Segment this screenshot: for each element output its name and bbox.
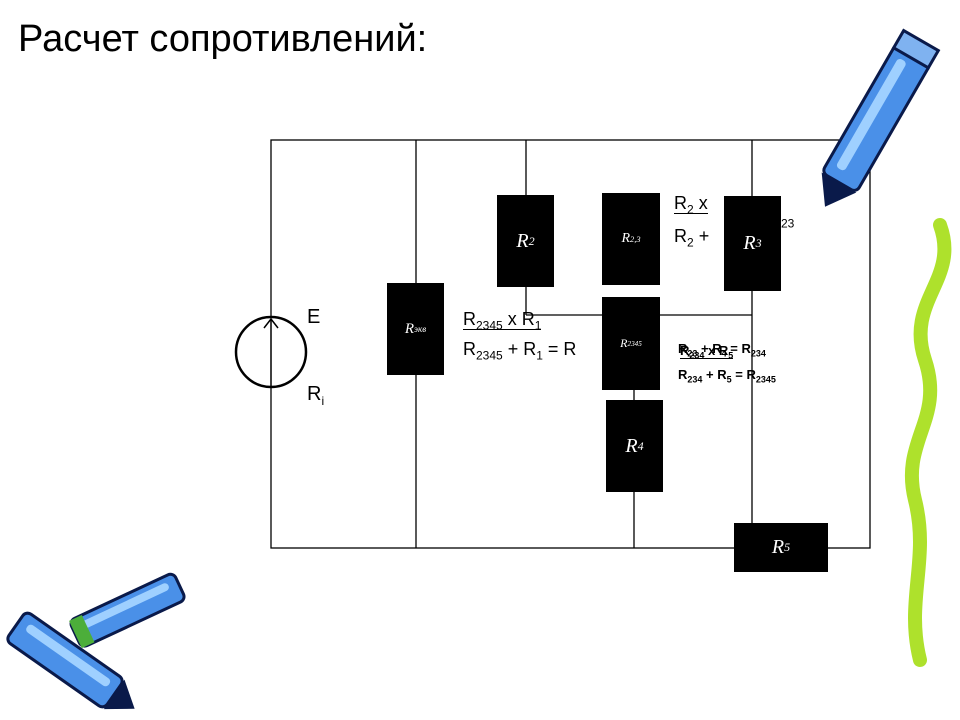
decorative-green-swirl: [904, 218, 952, 667]
formula-r234: R23 + R4 = R234: [678, 341, 766, 359]
source-arrow-icon: [263, 317, 279, 386]
formula-r23-numerator: R2 x: [674, 193, 708, 217]
pencil-icon-bottom-left: [6, 611, 135, 710]
formula-r23-result: R23: [768, 207, 795, 231]
formula-overlay-fragment: R234 x R5: [680, 343, 734, 361]
formula-r23-denominator: R2 +: [674, 226, 710, 250]
pencil-icon-bottom-left-2: [69, 572, 186, 649]
formula-r1-numerator: R2345 x R1: [463, 309, 542, 333]
page-title: Расчет сопротивлений:: [18, 18, 428, 60]
pencil-icon-top-right: [821, 28, 941, 207]
formula-r1-denominator: R2345 + R1 = R: [463, 339, 577, 363]
emf-label: E: [307, 306, 321, 328]
internal-resistance-label: Ri: [307, 383, 325, 408]
formula-r2345: R234 + R5 = R2345: [678, 367, 776, 385]
